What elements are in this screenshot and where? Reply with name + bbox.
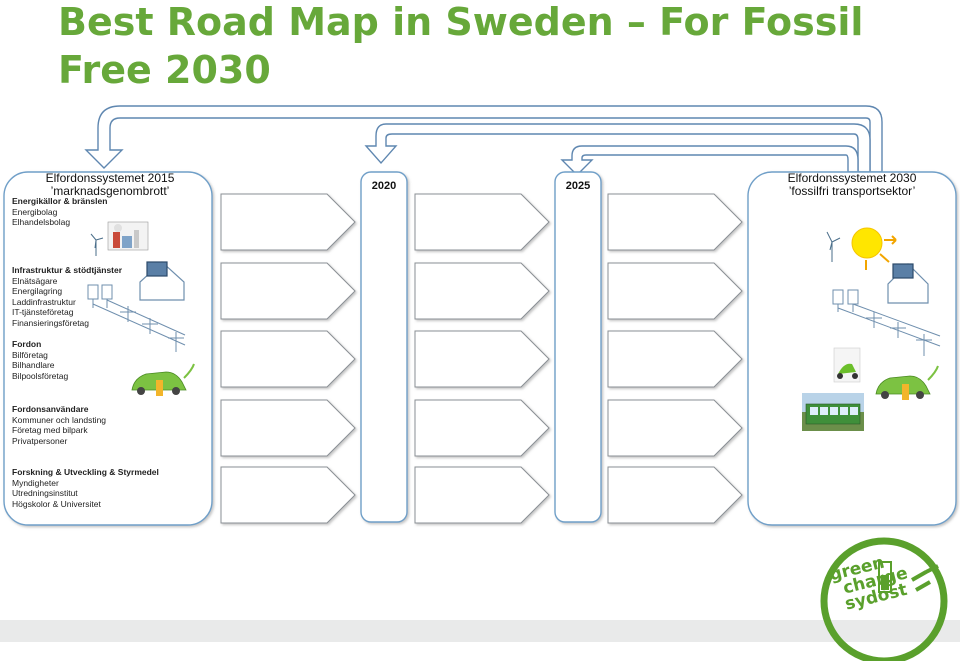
group-infrastructure-item: Finansieringsföretag bbox=[12, 317, 90, 328]
group-vehicles-item: Bilhandlare bbox=[12, 360, 55, 370]
electric-car-icon bbox=[131, 363, 195, 396]
pentagon-arrows bbox=[220, 193, 743, 524]
arrow-r4-c1 bbox=[220, 399, 356, 457]
milestone-2025-label: 2025 bbox=[565, 180, 591, 192]
arrow-r4-c2 bbox=[414, 399, 550, 457]
group-users-title: Fordonsanvändare bbox=[12, 404, 89, 414]
arrow-r3-c2 bbox=[414, 330, 550, 388]
feedback-arrow-to-2015 bbox=[84, 105, 883, 173]
group-vehicles: Fordon Bilföretag Bilhandlare Bilpoolsfö… bbox=[12, 339, 68, 381]
group-energy: Energikällor & bränslen Energibolag Elha… bbox=[12, 196, 107, 228]
group-infrastructure-item: Energilagring bbox=[12, 286, 63, 296]
group-users: Fordonsanvändare Kommuner och landsting … bbox=[12, 404, 106, 446]
group-research: Forskning & Utveckling & Styrmedel Myndi… bbox=[12, 467, 159, 509]
electric-bus-photo bbox=[802, 393, 864, 431]
group-energy-title: Energikällor & bränslen bbox=[12, 196, 108, 206]
group-research-title: Forskning & Utveckling & Styrmedel bbox=[12, 467, 159, 477]
footer-stripe bbox=[0, 620, 960, 642]
group-vehicles-item: Bilpoolsföretag bbox=[12, 370, 69, 381]
page-title: Best Road Map in Sweden – For Fossil Fre… bbox=[58, 0, 864, 92]
box-2015 bbox=[3, 171, 213, 526]
group-users-item: Företag med bilpark bbox=[12, 425, 88, 435]
arrow-r2-c2 bbox=[414, 262, 550, 320]
arrow-r1-c1 bbox=[220, 193, 356, 251]
arrow-r3-c1 bbox=[220, 330, 356, 388]
box-2030-header-line2: ’fossilfri transportsektor’ bbox=[788, 184, 916, 198]
house-with-solar-icon-2030 bbox=[887, 263, 929, 304]
group-infrastructure-item: Laddinfrastruktur bbox=[12, 296, 76, 307]
scooter-icon bbox=[833, 347, 861, 383]
arrow-r1-c3 bbox=[607, 193, 743, 251]
arrow-r5-c1 bbox=[220, 466, 356, 524]
arrow-r4-c3 bbox=[607, 399, 743, 457]
green-charge-logo-icon bbox=[820, 537, 948, 661]
grid-connection-icon bbox=[87, 284, 186, 352]
box-2015-header-line2: ’marknadsgenombrott’ bbox=[50, 184, 170, 198]
arrow-r3-c3 bbox=[607, 330, 743, 388]
box-2030-header-line1: Elfordonssystemet 2030 bbox=[787, 171, 917, 185]
milestone-2020-label: 2020 bbox=[371, 180, 397, 192]
wind-turbine-icon-2030 bbox=[826, 231, 841, 262]
arrow-r2-c3 bbox=[607, 262, 743, 320]
group-users-item: Privatpersoner bbox=[12, 435, 68, 446]
electric-car-icon-2030 bbox=[875, 365, 939, 400]
wind-turbine-icon bbox=[90, 233, 104, 256]
group-energy-item: Elhandelsbolag bbox=[12, 217, 71, 227]
box-2015-header: Elfordonssystemet 2015 ’marknadsgenombro… bbox=[40, 172, 180, 198]
power-plant-icon bbox=[107, 221, 149, 251]
group-infrastructure: Infrastruktur & stödtjänster Elnätsägare… bbox=[12, 265, 122, 328]
group-infrastructure-item: IT-tjänsteföretag bbox=[12, 307, 74, 317]
group-infrastructure-title: Infrastruktur & stödtjänster bbox=[12, 265, 123, 275]
feedback-arrow-to-2020 bbox=[364, 123, 871, 173]
sun-icon bbox=[851, 227, 897, 270]
arrow-r2-c1 bbox=[220, 262, 356, 320]
feedback-arrows bbox=[84, 105, 883, 176]
house-with-solar-icon bbox=[139, 261, 185, 301]
group-research-item: Myndigheter bbox=[12, 477, 59, 488]
group-vehicles-title: Fordon bbox=[12, 339, 42, 349]
box-2015-header-line1: Elfordonssystemet 2015 bbox=[45, 171, 175, 185]
column-2025 bbox=[554, 171, 602, 523]
arrow-r5-c2 bbox=[414, 466, 550, 524]
group-infrastructure-item: Elnätsägare bbox=[12, 275, 58, 286]
grid-connection-icon-2030 bbox=[832, 289, 941, 356]
arrow-r5-c3 bbox=[607, 466, 743, 524]
group-energy-item: Energibolag bbox=[12, 206, 58, 217]
feedback-arrow-to-2025 bbox=[560, 145, 859, 176]
box-2030-header: Elfordonssystemet 2030 ’fossilfri transp… bbox=[780, 172, 924, 198]
group-research-item: Högskolor & Universitet bbox=[12, 498, 101, 509]
group-users-item: Kommuner och landsting bbox=[12, 414, 107, 425]
group-research-item: Utredningsinstitut bbox=[12, 488, 78, 498]
arrow-r1-c2 bbox=[414, 193, 550, 251]
group-vehicles-item: Bilföretag bbox=[12, 349, 48, 360]
column-2020 bbox=[360, 171, 408, 523]
